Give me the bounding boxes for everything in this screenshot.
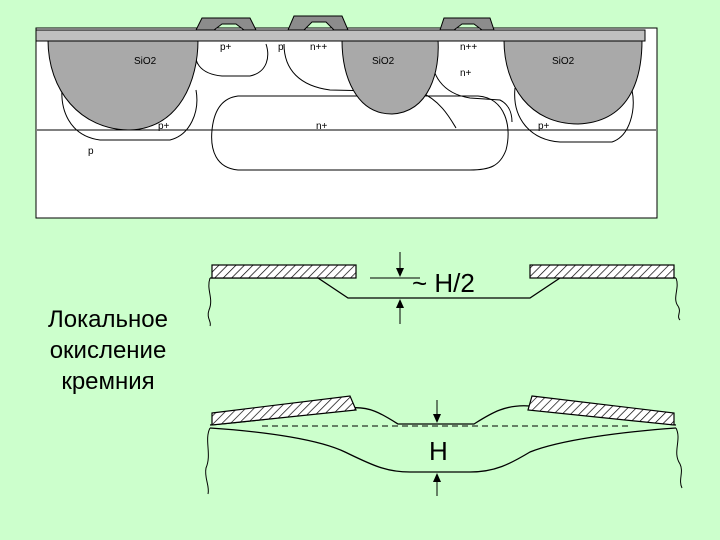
sio2-field-oxide-right — [503, 39, 643, 125]
p-well-top — [283, 43, 457, 129]
top-gate-layer — [35, 29, 646, 42]
metal-contact-1 — [195, 17, 257, 31]
sio2-field-oxide-mid — [341, 39, 439, 115]
dim-arrowhead-down-bottom — [433, 414, 441, 423]
caption-line-2: окисление — [49, 337, 167, 364]
sio2-field-oxide-left — [47, 39, 199, 131]
caption: Локальное окисление кремния — [18, 304, 198, 397]
locos-after-oxidation: H — [205, 395, 683, 496]
metal-contact-3 — [439, 17, 495, 31]
label-p-plus-right: p+ — [538, 121, 550, 132]
dim-arrowhead-up-bottom — [433, 473, 441, 482]
break-mark-left-bottom — [205, 427, 211, 495]
break-mark-right-top — [675, 277, 681, 321]
thickness-label-half: ~ H/2 — [412, 268, 475, 298]
caption-line-3: кремния — [61, 368, 155, 395]
label-n-pp-left: n++ — [310, 42, 327, 53]
nitride-mask-right-top — [529, 264, 675, 279]
label-p-substrate: p — [88, 146, 94, 157]
label-sio2-mid: SiO2 — [372, 56, 395, 67]
oxide-bottom-contour — [209, 427, 677, 473]
label-sio2-right: SiO2 — [552, 56, 575, 67]
label-n-plus-right: n+ — [460, 68, 472, 79]
p-plus-region-left — [61, 79, 198, 141]
dim-arrowhead-down-top — [396, 268, 404, 277]
break-mark-left-top — [207, 277, 212, 327]
label-p-plus-top: p+ — [220, 42, 232, 53]
cross-section-panel: SiO2 SiO2 SiO2 p+ p n++ n++ n+ p+ n+ p+ … — [35, 15, 658, 219]
break-mark-right-bottom — [675, 427, 683, 489]
label-n-pp-right: n++ — [460, 42, 477, 53]
locos-before-oxidation: ~ H/2 — [207, 252, 681, 327]
label-p-top: p — [278, 42, 284, 53]
nitride-mask-right-bottom — [527, 395, 675, 426]
dim-arrowhead-up-top — [396, 299, 404, 308]
nitride-mask-left-bottom — [211, 395, 357, 426]
p-plus-region-right — [514, 87, 634, 143]
label-n-plus-center: n+ — [316, 121, 328, 132]
metal-contact-2 — [287, 15, 349, 31]
n-plus-buried-layer — [211, 95, 509, 171]
label-p-plus-left: p+ — [158, 121, 170, 132]
label-sio2-left: SiO2 — [134, 56, 157, 67]
nitride-mask-left-top — [211, 264, 357, 279]
thickness-label-full: H — [429, 436, 448, 466]
caption-line-1: Локальное — [48, 306, 168, 333]
